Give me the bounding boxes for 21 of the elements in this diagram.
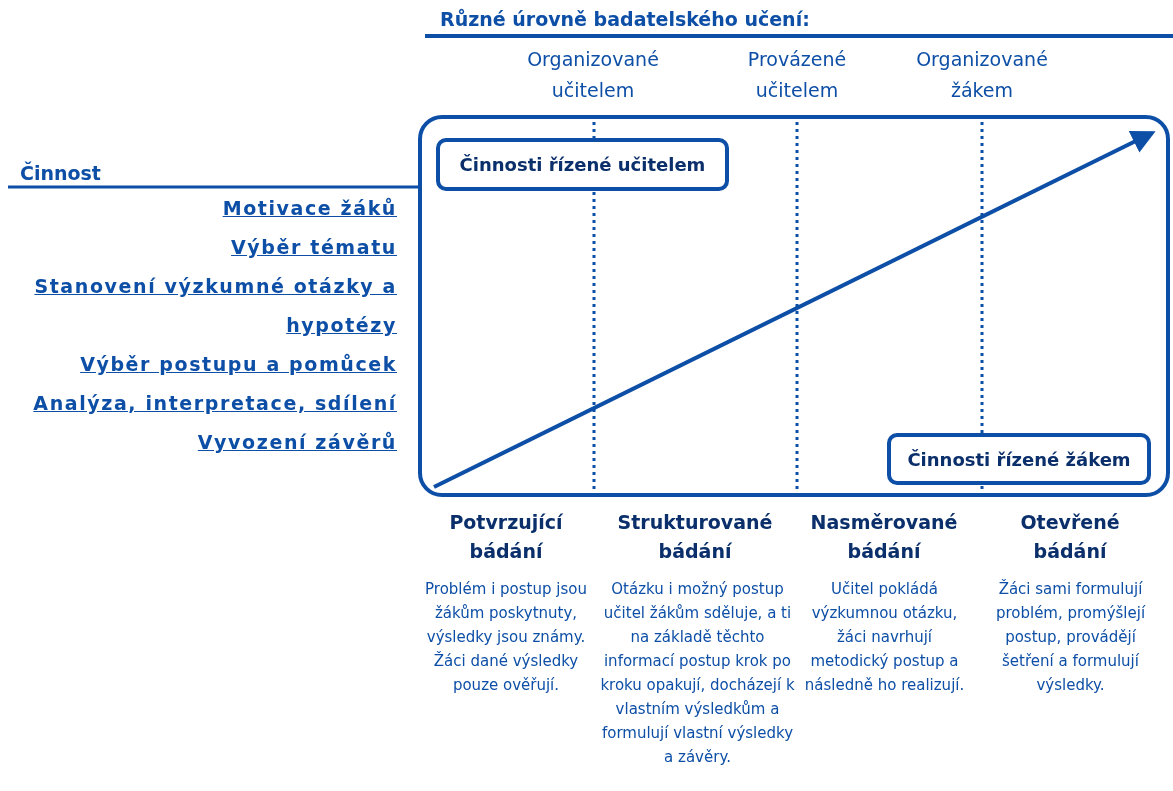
activity-label: Analýza, interpretace, sdílení bbox=[32, 391, 397, 416]
activity-label: Výběr tématu bbox=[230, 235, 397, 260]
column-heading: Potvrzující bádání bbox=[448, 510, 564, 564]
label-box: Činnosti řízené učitelem bbox=[436, 138, 729, 191]
activity-label: Motivace žáků bbox=[221, 196, 397, 221]
level-label: Organizované učitelem bbox=[526, 47, 660, 103]
level-label: Organizované žákem bbox=[915, 47, 1049, 103]
column-heading: Nasměrované bádání bbox=[809, 510, 959, 564]
activity-label: Výběr postupu a pomůcek bbox=[79, 352, 397, 377]
column-heading: Strukturované bádání bbox=[616, 510, 774, 564]
description-text: Otázku i možný postup učitel žákům sděluje, a ti na základě těchto informací postup krok po kroku opakují, docházejí k vlastním výsledkům a formulují vlastní výsledky a závěry. bbox=[600, 579, 795, 768]
description-text: Problém i postup jsou žákům poskytnuty, výsledky jsou známy. Žáci dané výsledky pouze ověřují. bbox=[424, 579, 588, 696]
description-text: Žáci sami formulují problém, promýšlejí postup, provádějí šetření a formulují výsledky. bbox=[994, 578, 1147, 696]
label-box: Činnosti řízené žákem bbox=[887, 433, 1151, 485]
activity-label: Stanovení výzkumné otázky a hypotézy bbox=[33, 274, 397, 338]
description-text: Učitel pokládá výzkumnou otázku, žáci navrhují metodický postup a následně ho realizují. bbox=[803, 579, 966, 696]
level-label: Provázené učitelem bbox=[746, 47, 848, 103]
title: Různé úrovně badatelského učení: bbox=[440, 8, 810, 30]
heading: Činnost bbox=[20, 160, 102, 186]
activity-label: Vyvození závěrů bbox=[196, 430, 397, 455]
column-heading: Otevřené bádání bbox=[1019, 510, 1121, 564]
